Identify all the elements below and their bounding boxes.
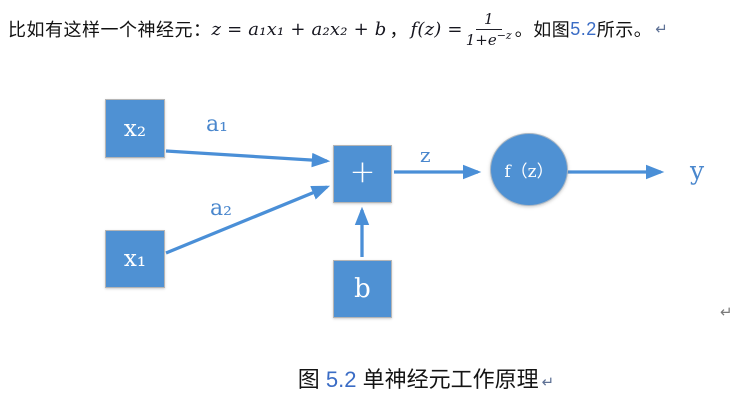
weight-label-a2: a₂	[210, 196, 232, 221]
fraction-numerator: 1	[475, 10, 502, 30]
equation-z: z = a₁x₁ + a₂x₂ + b	[211, 18, 387, 40]
equation-fz-lhs: f(z) =	[410, 18, 463, 40]
input-node-x2: x₂	[105, 99, 165, 158]
outro-text-pre: 。如图	[514, 20, 571, 40]
caption-paragraph-mark-icon: ↵	[541, 373, 555, 391]
edge-x1-to-sum	[165, 185, 331, 255]
signal-label-z: z	[420, 143, 431, 167]
output-label-y: y	[690, 156, 705, 185]
edge-x2-to-sum	[165, 149, 331, 168]
caption-title: 单神经元工作原理	[356, 367, 539, 392]
caption-figure-number: 5.2	[325, 367, 357, 392]
activation-node: f（z）	[490, 133, 568, 206]
denominator-exponent: −z	[496, 28, 512, 42]
denominator-base: 1+e	[465, 30, 497, 49]
intro-paragraph: 比如有这样一个神经元： z = a₁x₁ + a₂x₂ + b ， f(z) =…	[8, 6, 740, 52]
input-node-x1: x₁	[105, 230, 165, 288]
intro-text: 比如有这样一个神经元：	[8, 20, 212, 40]
paragraph-mark-icon: ↵	[655, 20, 668, 38]
bias-node: b	[333, 260, 392, 318]
comma-separator: ，	[389, 20, 408, 40]
figure-reference: 5.2	[570, 18, 597, 39]
figure-caption: 图 5.2 单神经元工作原理↵	[112, 362, 740, 394]
drawing-paragraph-mark-icon: ↵	[720, 303, 733, 321]
sigmoid-fraction: 1 1+e−z	[466, 10, 512, 49]
fraction-denominator: 1+e−z	[466, 30, 512, 49]
caption-prefix: 图	[297, 367, 326, 392]
weight-label-a1: a₁	[206, 112, 228, 137]
outro-text-post: 所示。	[596, 20, 653, 40]
sum-node: +	[333, 145, 392, 203]
